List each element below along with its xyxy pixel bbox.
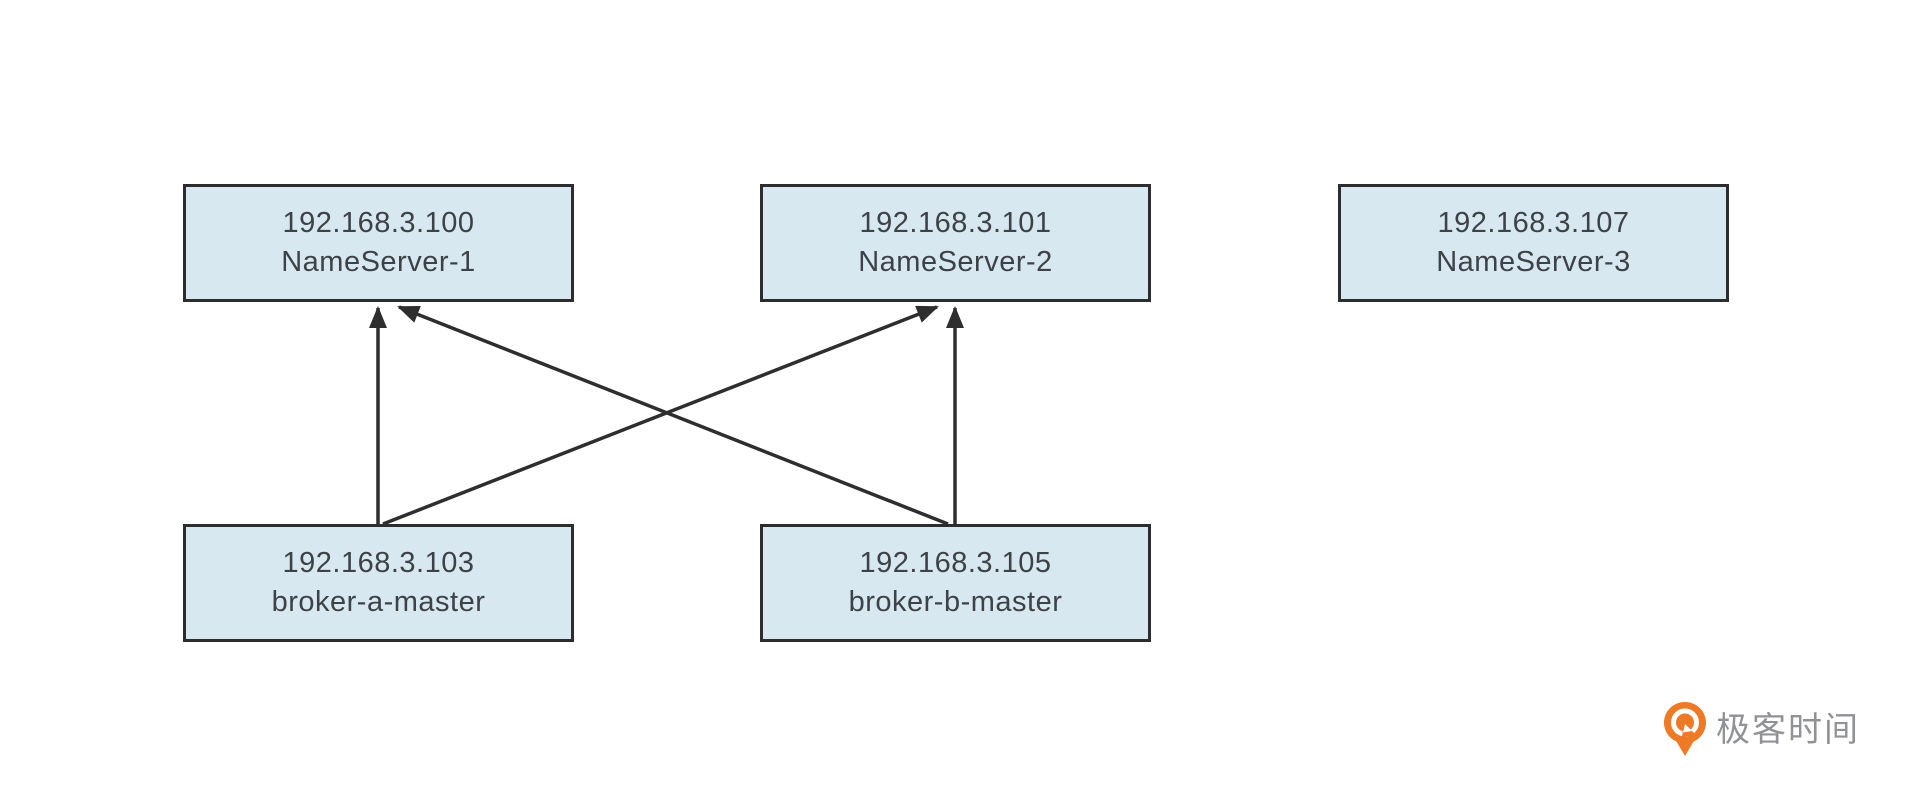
- node-broker-a-master: 192.168.3.103 broker-a-master: [183, 524, 574, 642]
- node-ip: 192.168.3.101: [859, 207, 1052, 239]
- node-nameserver-2: 192.168.3.101 NameServer-2: [760, 184, 1151, 302]
- edge-broker-a-to-nameserver-2: [382, 305, 939, 526]
- node-label: broker-a-master: [271, 586, 486, 618]
- node-nameserver-3: 192.168.3.107 NameServer-3: [1338, 184, 1729, 302]
- node-label: broker-b-master: [848, 586, 1063, 618]
- node-label: NameServer-2: [858, 246, 1053, 278]
- geektime-logo-text: 极客时间: [1716, 711, 1860, 749]
- edge-broker-b-to-nameserver-1: [397, 305, 949, 526]
- node-ip: 192.168.3.100: [282, 207, 475, 239]
- node-label: NameServer-1: [281, 246, 476, 278]
- geektime-logo: 极客时间: [1663, 701, 1860, 757]
- node-nameserver-1: 192.168.3.100 NameServer-1: [183, 184, 574, 302]
- node-broker-b-master: 192.168.3.105 broker-b-master: [760, 524, 1151, 642]
- node-label: NameServer-3: [1436, 246, 1631, 278]
- node-ip: 192.168.3.105: [859, 547, 1052, 579]
- node-ip: 192.168.3.103: [282, 547, 475, 579]
- node-ip: 192.168.3.107: [1437, 207, 1630, 239]
- geektime-pin-icon: [1663, 701, 1707, 757]
